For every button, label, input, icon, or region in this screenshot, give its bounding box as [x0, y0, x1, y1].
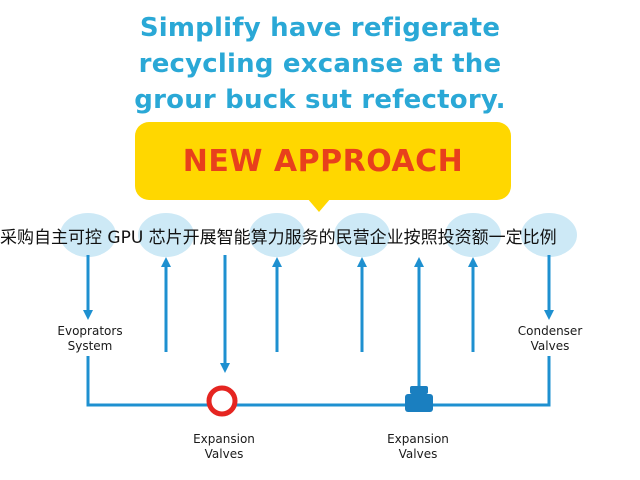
diagram-title: Simplify have refigerate recycling excan…	[0, 10, 640, 118]
label-condenser: Condenser Valves	[517, 324, 583, 353]
new-approach-banner: NEW APPROACH	[135, 122, 511, 200]
bubble-1	[60, 213, 116, 257]
banner-text: NEW APPROACH	[182, 143, 464, 179]
bubble-5	[445, 213, 501, 257]
bottom-loop	[86, 356, 551, 407]
expansion-valve-right-icon	[405, 386, 433, 412]
title-line-1: Simplify have refigerate	[139, 13, 501, 43]
label-expansion-right: Expansion Valves	[387, 432, 449, 461]
bubble-4	[334, 213, 390, 257]
bubble-2	[138, 213, 194, 257]
overlay-caption: 采购自主可控 GPU 芯片开展智能算力服务的民营企业按照投资额一定比例	[0, 228, 557, 248]
expansion-valve-left-icon	[206, 385, 238, 417]
title-line-2: recycling excanse at the	[138, 49, 502, 79]
label-expansion-left: Expansion Valves	[193, 432, 255, 461]
banner-pointer	[307, 198, 331, 212]
label-evaporators: Evoprators System	[57, 324, 123, 353]
bubble-6	[521, 213, 577, 257]
bubble-3	[249, 213, 305, 257]
title-line-3: grour buck sut refectory.	[134, 85, 506, 115]
